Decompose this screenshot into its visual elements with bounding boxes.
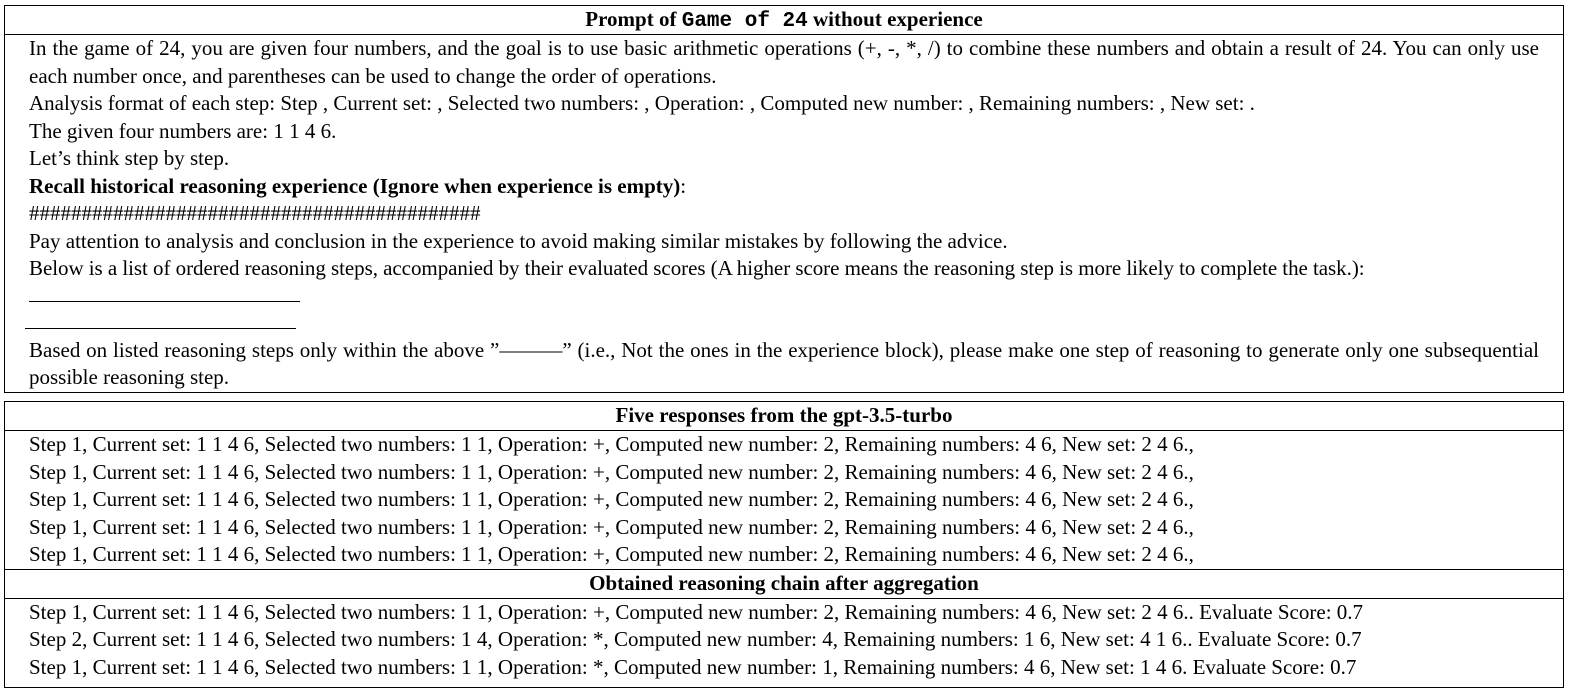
- prompt-box: Prompt of Game of 24 without experience …: [4, 5, 1564, 393]
- rule-block-2: [25, 310, 1539, 337]
- aggregation-row: Step 2, Current set: 1 1 4 6, Selected t…: [29, 627, 1362, 651]
- prompt-title-prefix: Prompt of: [585, 7, 677, 31]
- aggregation-title: Obtained reasoning chain after aggregati…: [5, 568, 1563, 599]
- response-row: Step 1, Current set: 1 1 4 6, Selected t…: [29, 514, 1194, 539]
- response-row: Step 1, Current set: 1 1 4 6, Selected t…: [29, 487, 1194, 511]
- horizontal-rule: [25, 327, 296, 329]
- given-numbers-line: The given four numbers are: 1 1 4 6.: [29, 118, 337, 143]
- response-row: Step 1, Current set: 1 1 4 6, Selected t…: [29, 542, 1194, 566]
- responses-title: Five responses from the gpt-3.5-turbo: [5, 402, 1563, 431]
- prompt-box-title: Prompt of Game of 24 without experience: [5, 6, 1563, 35]
- recall-line: Recall historical reasoning experience (…: [29, 173, 1539, 201]
- responses-list: Step 1, Current set: 1 1 4 6, Selected t…: [5, 431, 1563, 569]
- prompt-title-suffix: without experience: [813, 7, 983, 31]
- prompt-body: In the game of 24, you are given four nu…: [5, 35, 1563, 392]
- aggregation-row: Step 1, Current set: 1 1 4 6, Selected t…: [29, 599, 1364, 624]
- aggregation-list: Step 1, Current set: 1 1 4 6, Selected t…: [5, 599, 1563, 682]
- responses-box: Five responses from the gpt-3.5-turbo St…: [4, 401, 1564, 688]
- based-paragraph: Based on listed reasoning steps only wit…: [29, 337, 1539, 390]
- think-line: Let’s think step by step.: [29, 146, 230, 170]
- recall-heading: Recall historical reasoning experience (…: [29, 173, 681, 198]
- recall-colon: :: [680, 173, 687, 198]
- below-line: Below is a list of ordered reasoning ste…: [29, 256, 1365, 280]
- format-line: Analysis format of each step: Step , Cur…: [29, 91, 1255, 115]
- intro-paragraph: In the game of 24, you are given four nu…: [29, 36, 1539, 88]
- hash-separator: ########################################…: [29, 201, 481, 225]
- horizontal-rule: [29, 300, 300, 302]
- response-row: Step 1, Current set: 1 1 4 6, Selected t…: [29, 432, 1194, 456]
- response-row: Step 1, Current set: 1 1 4 6, Selected t…: [29, 459, 1194, 484]
- aggregation-row: Step 1, Current set: 1 1 4 6, Selected t…: [29, 654, 1357, 679]
- rule-block-1: [29, 283, 1539, 310]
- attention-line: Pay attention to analysis and conclusion…: [29, 228, 1008, 253]
- prompt-title-code: Game of 24: [681, 10, 808, 33]
